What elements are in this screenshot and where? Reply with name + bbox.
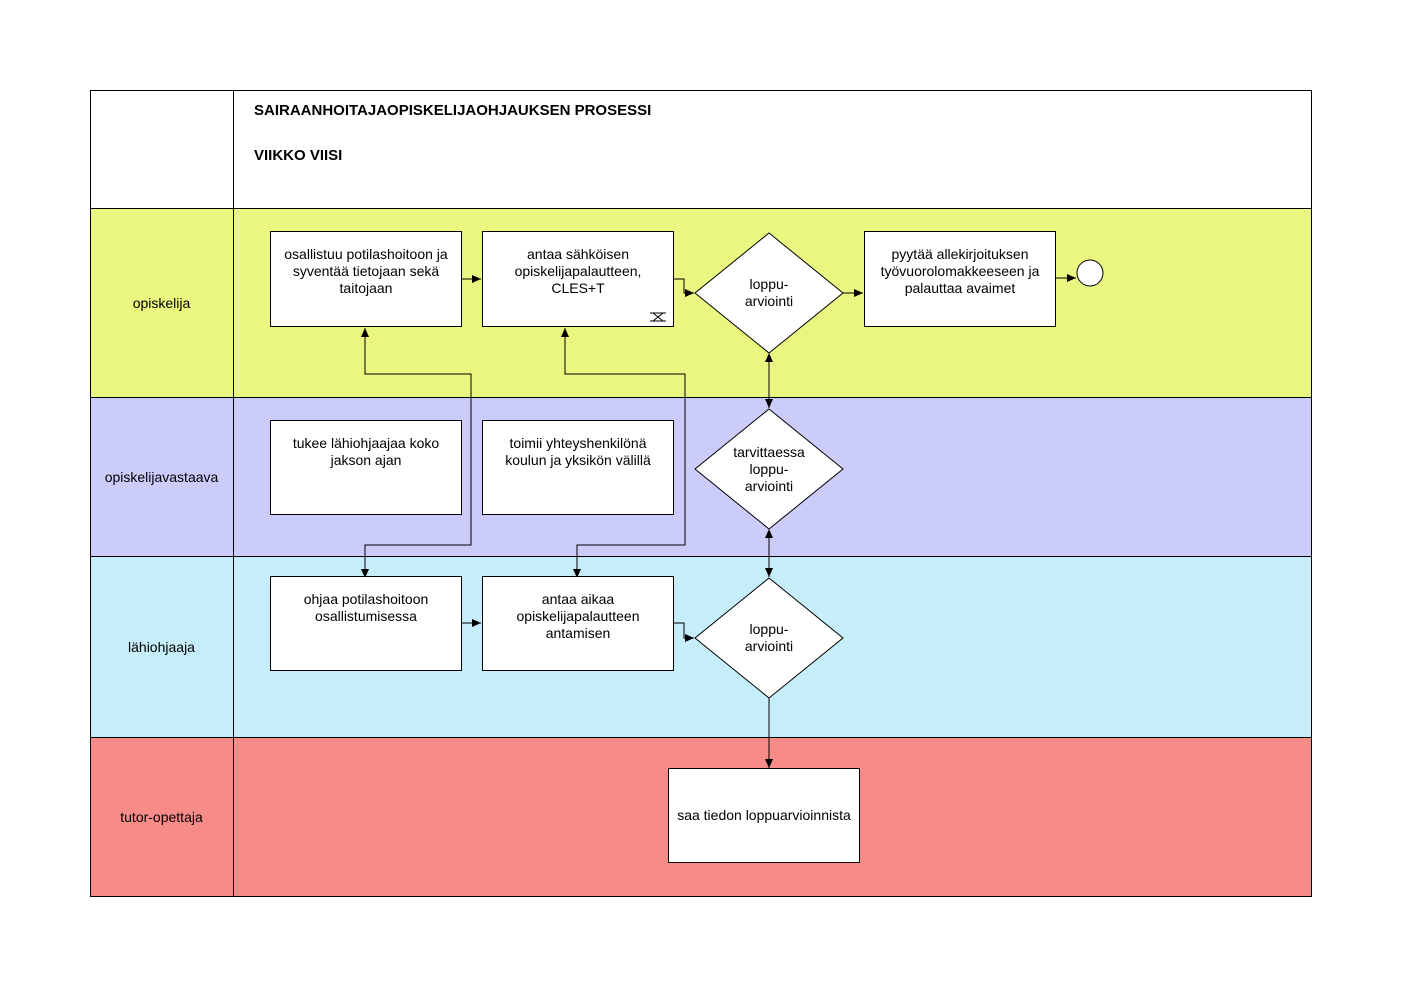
decision-label-final-eval-student: loppu- arviointi: [744, 276, 794, 309]
task-give-time-feedback: antaa aikaa opiskelijapalautteen antamis…: [482, 576, 674, 671]
task-guide-care: ohjaa potilashoitoon osallistumisessa: [270, 576, 462, 671]
task-receive-info: saa tiedon loppuarvioinnista: [668, 768, 860, 863]
task-support-supervisor: tukee lähiohjaajaa koko jakson ajan: [270, 420, 462, 515]
decision-label-final-eval-if-needed: tarvittaessa loppu- arviointi: [733, 443, 805, 494]
task-request-signature: pyytää allekirjoituksen työvuorolomakkee…: [864, 231, 1056, 327]
diagram-title: SAIRAANHOITAJAOPISKELIJAOHJAUKSEN PROSES…: [254, 102, 652, 119]
lane-label-opiskelijavastaava: opiskelijavastaava: [104, 468, 219, 485]
task-electronic-feedback: antaa sähköisen opiskelijapalautteen, CL…: [482, 231, 674, 327]
decision-label-final-eval-supervisor: loppu- arviointi: [744, 621, 794, 654]
diagram-subtitle: VIIKKO VIISI: [254, 147, 343, 164]
subprocess-marker-icon: [650, 312, 666, 322]
lane-label-opiskelija: opiskelija: [132, 294, 191, 311]
task-electronic-feedback-label: antaa sähköisen opiskelijapalautteen, CL…: [514, 246, 642, 296]
task-participate-care: osallistuu potilashoitoon ja syventää ti…: [270, 231, 462, 327]
lane-label-tutor-opettaja: tutor-opettaja: [120, 808, 203, 825]
header-area: [90, 90, 1312, 208]
lane-label-lahiohjaaja: lähiohjaaja: [128, 638, 195, 655]
end-event: [1076, 259, 1104, 287]
task-contact-person: toimii yhteyshenkilönä koulun ja yksikön…: [482, 420, 674, 515]
